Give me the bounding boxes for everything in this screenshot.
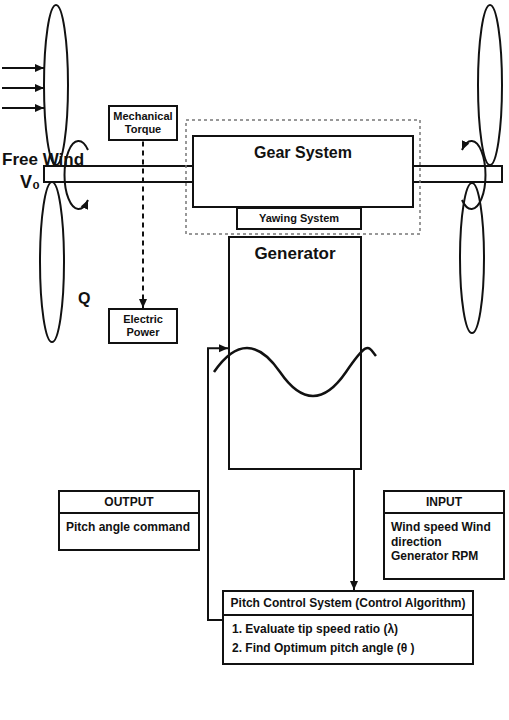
connector bbox=[353, 470, 355, 590]
node-title: INPUT bbox=[385, 492, 503, 514]
node-body: 2. Find Optimum pitch angle (θ ) bbox=[224, 639, 472, 663]
torque-box: Mechanical Torque bbox=[108, 105, 178, 141]
input-box: INPUTWind speed Wind direction Generator… bbox=[383, 490, 505, 580]
connector bbox=[142, 141, 144, 308]
node-title: Yawing System bbox=[238, 209, 360, 228]
node-body: Pitch angle command bbox=[60, 514, 198, 548]
wind-arrows bbox=[2, 68, 44, 108]
node-title: OUTPUT bbox=[60, 492, 198, 514]
output-box: OUTPUTPitch angle command bbox=[58, 490, 200, 551]
gear-box: Gear System bbox=[192, 135, 414, 208]
wind-label: Free Wind bbox=[2, 150, 84, 170]
control-box: Pitch Control System (Control Algorithm)… bbox=[222, 590, 474, 665]
wind-speed-symbol: V₀ bbox=[20, 172, 40, 193]
node-body: 1. Evaluate tip speed ratio (λ) bbox=[224, 616, 472, 638]
nacelle-boundary bbox=[186, 120, 420, 234]
yaw-box: Yawing System bbox=[236, 207, 362, 230]
node-title: Gear System bbox=[194, 137, 412, 168]
power-box: Electric Power bbox=[108, 308, 178, 344]
node-title: Generator bbox=[230, 238, 360, 270]
node-title: Pitch Control System (Control Algorithm) bbox=[224, 592, 472, 616]
connector bbox=[208, 348, 228, 620]
torque-symbol: Q bbox=[78, 290, 90, 308]
node-title: Electric Power bbox=[110, 310, 176, 342]
node-title: Mechanical Torque bbox=[110, 107, 176, 139]
generator-box: Generator bbox=[228, 236, 362, 470]
node-body: Wind speed Wind direction Generator RPM bbox=[385, 514, 503, 577]
